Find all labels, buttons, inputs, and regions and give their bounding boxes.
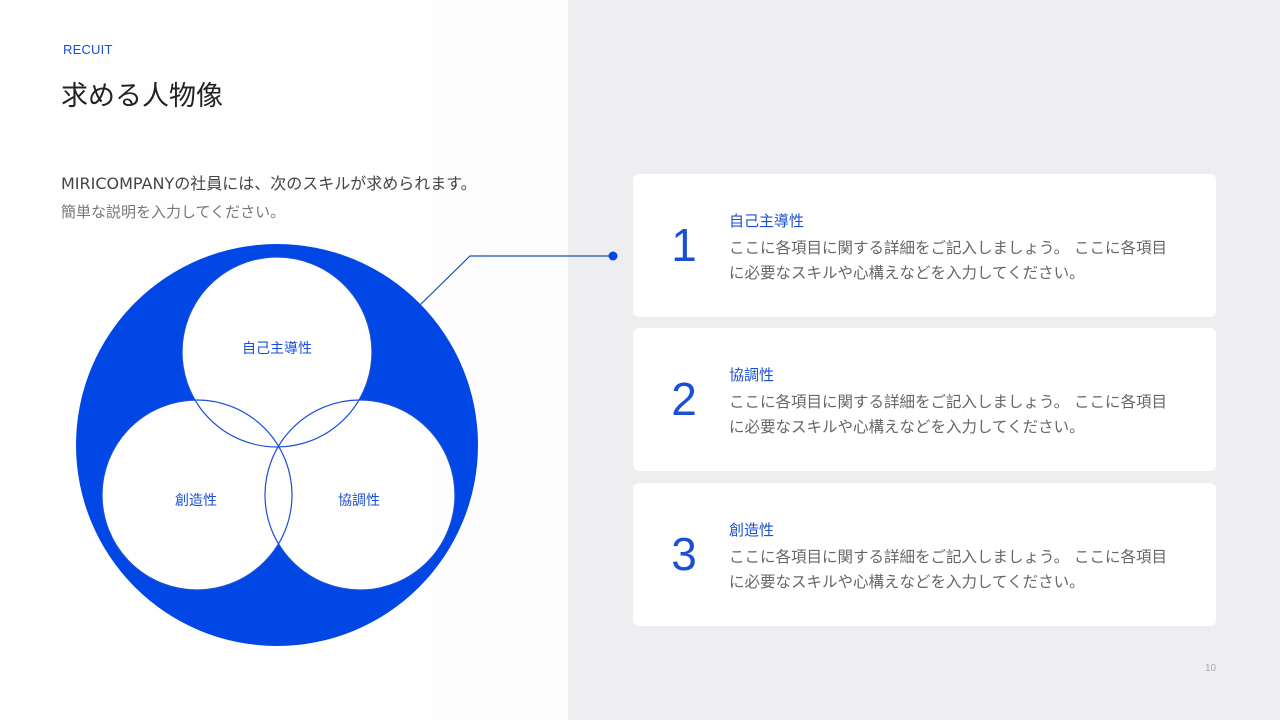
venn-circle-cooperation <box>264 399 456 591</box>
connector-line <box>419 255 613 306</box>
card-number: 2 <box>671 372 697 425</box>
venn-circle-creativity <box>101 399 293 591</box>
card-number: 1 <box>671 218 697 271</box>
skill-card-3: 3 創造性 ここに各項目に関する詳細をご記入しましょう。 ここに各項目に必要なス… <box>633 483 1216 626</box>
card-title: 創造性 <box>729 521 775 539</box>
skill-card-1: 1 自己主導性 ここに各項目に関する詳細をご記入しましょう。 ここに各項目に必要… <box>633 174 1216 317</box>
card-description: ここに各項目に関する詳細をご記入しましょう。 ここに各項目に必要なスキルや心構え… <box>729 239 1167 282</box>
page-title: 求める人物像 <box>61 81 223 112</box>
card-number: 3 <box>671 527 697 580</box>
venn-circle-self-direction <box>181 256 373 448</box>
venn-label-self-direction: 自己主導性 <box>242 341 312 357</box>
intro-subtext: 簡単な説明を入力してください。 <box>61 203 286 221</box>
card-description: ここに各項目に関する詳細をご記入しましょう。 ここに各項目に必要なスキルや心構え… <box>729 393 1167 436</box>
venn-label-creativity: 創造性 <box>175 493 217 509</box>
connector-dot <box>608 251 618 261</box>
card-description: ここに各項目に関する詳細をご記入しましょう。 ここに各項目に必要なスキルや心構え… <box>729 548 1167 591</box>
skill-card-2: 2 協調性 ここに各項目に関する詳細をご記入しましょう。 ここに各項目に必要なス… <box>633 328 1216 471</box>
card-title: 協調性 <box>729 366 775 384</box>
venn-label-cooperation: 協調性 <box>338 493 380 509</box>
section-eyebrow: RECUIT <box>63 42 113 57</box>
page-number: 10 <box>1205 663 1217 674</box>
venn-outer-circle <box>76 244 478 646</box>
card-title: 自己主導性 <box>729 212 805 230</box>
intro-lead: MIRICOMPANYの社員には、次のスキルが求められます。 <box>61 174 477 193</box>
venn-diagram <box>76 244 618 646</box>
